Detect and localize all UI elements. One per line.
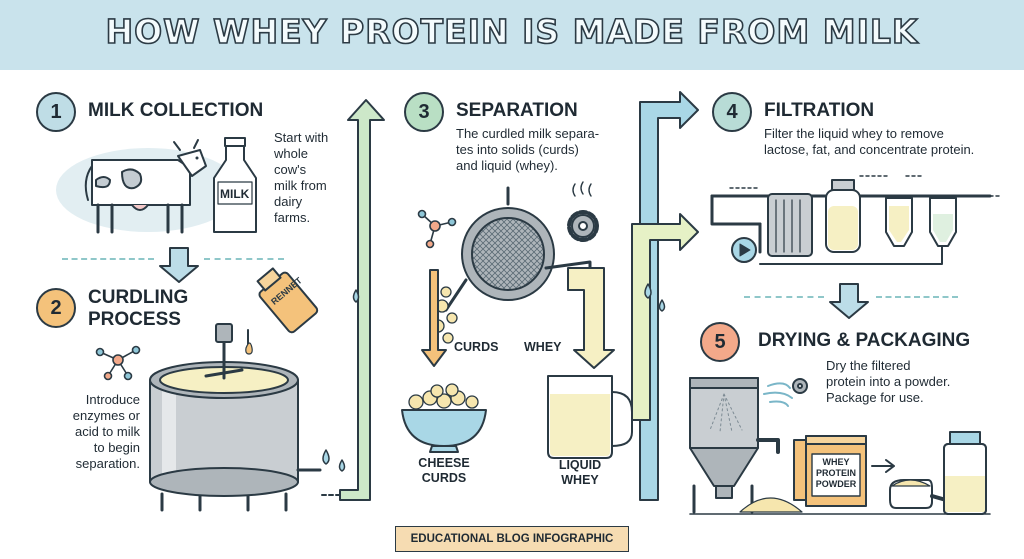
molecule-icon	[419, 211, 456, 248]
down-arrow-4	[830, 284, 868, 318]
gear-icon	[569, 182, 597, 240]
separator-line	[876, 296, 958, 298]
rennet-bottle-icon	[246, 263, 319, 354]
shaker-icon	[944, 432, 986, 514]
curds-arrow	[422, 270, 446, 366]
curds-label: CURDS	[454, 340, 498, 355]
curds-bowl-icon	[402, 384, 486, 452]
separator-line	[744, 296, 824, 298]
milk-bottle-label: MILK	[220, 187, 249, 201]
right-arrow-5	[872, 460, 894, 472]
step-1-title: MILK COLLECTION	[88, 100, 263, 122]
water-drop-icon	[323, 290, 359, 471]
step-3-description: The curdled milk separa-tes into solids …	[456, 126, 636, 174]
arrow-whey-to-filter	[632, 214, 698, 420]
down-arrow-1	[160, 248, 198, 282]
step-3-badge: 3	[404, 92, 444, 132]
whey-label: WHEY	[524, 340, 562, 355]
fan-icon	[764, 379, 807, 406]
spray-dryer-icon	[690, 378, 802, 512]
separator-line	[204, 258, 284, 260]
step-4-title: FILTRATION	[764, 100, 874, 122]
cow-icon	[56, 140, 240, 232]
milk-bottle-icon	[214, 138, 256, 232]
filtration-system-icon	[712, 176, 1000, 264]
whey-arrow	[568, 268, 614, 368]
step-3-title: SEPARATION	[456, 100, 578, 122]
separator-line	[62, 258, 154, 260]
vat-icon	[150, 324, 340, 510]
step-4-badge: 4	[712, 92, 752, 132]
step-5-title: DRYING & PACKAGING	[758, 330, 970, 352]
beaker-icon	[548, 376, 632, 458]
molecule-icon	[97, 347, 140, 380]
footer-banner: EDUCATIONAL BLOG INFOGRAPHIC	[395, 526, 629, 552]
step-2-badge: 2	[36, 288, 76, 328]
step-1-badge: 1	[36, 92, 76, 132]
sieve-icon	[446, 188, 590, 310]
step-5-badge: 5	[700, 322, 740, 362]
